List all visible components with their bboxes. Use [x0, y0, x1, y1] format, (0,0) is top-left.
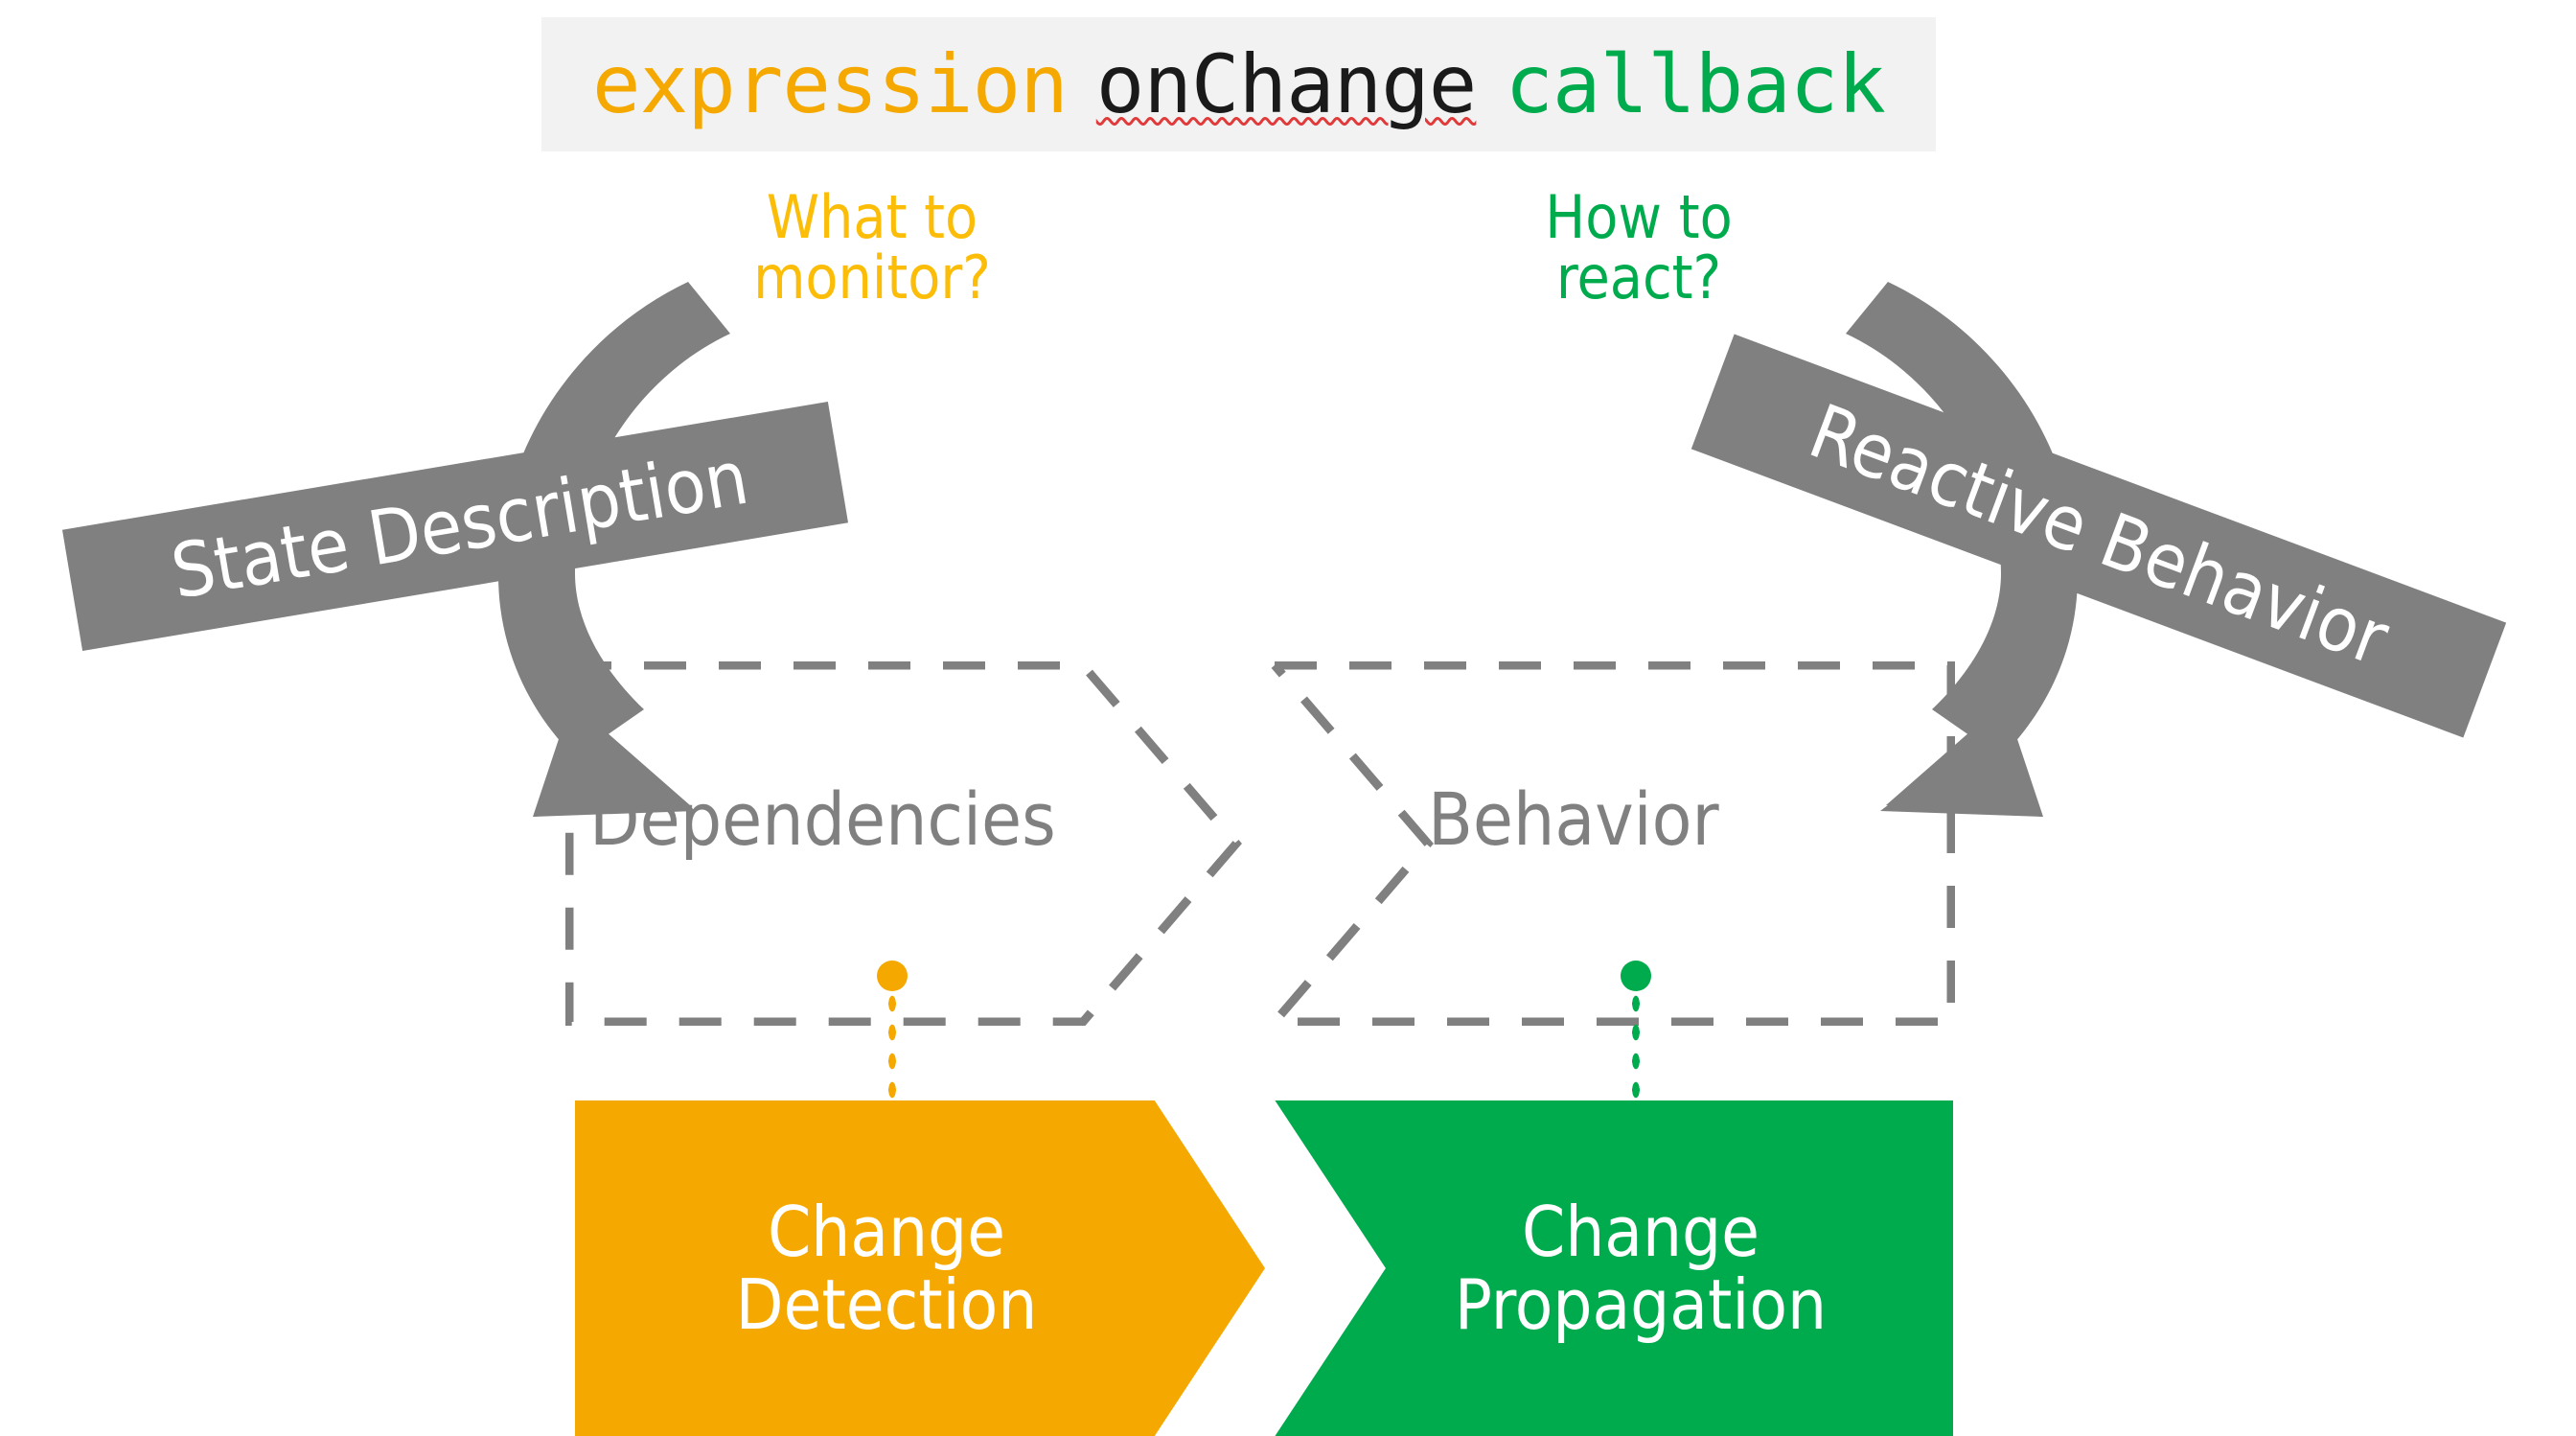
dashed-stage-group [565, 661, 1955, 1026]
connector-dotted-line-orange [886, 989, 899, 1110]
stage-change-detection-label: Change Detection [735, 1191, 1038, 1345]
banner-state-description-label: State Description [165, 434, 755, 616]
stage-change-detection: Change Detection [575, 1100, 1265, 1436]
connector-node-dot-green [1621, 961, 1651, 991]
dashed-label-dependencies: Dependencies [589, 776, 1056, 862]
dashed-box-behavior [1265, 661, 1955, 1026]
question-label-what-to-monitor: What to monitor? [753, 182, 991, 313]
code-token-onchange: onChange [1095, 37, 1478, 131]
code-token-callback: callback [1505, 37, 1886, 131]
bottom-stage-group: Change Detection Change Propagation [575, 1100, 1955, 1436]
banner-state-description: State Description [61, 402, 849, 651]
question-label-how-to-react: How to react? [1545, 182, 1733, 313]
connector-dependencies-to-detection [877, 961, 908, 1110]
code-token-expression: expression [592, 37, 1069, 131]
banner-reactive-behavior-label: Reactive Behavior [1798, 388, 2400, 683]
connector-node-dot-orange [877, 961, 908, 991]
stage-change-propagation-label: Change Propagation [1454, 1191, 1828, 1345]
dashed-label-behavior: Behavior [1428, 776, 1719, 862]
connector-behavior-to-propagation [1621, 961, 1651, 1110]
stage-change-propagation: Change Propagation [1275, 1100, 1953, 1436]
code-signature-band: expression onChange callback [541, 17, 1936, 151]
connector-dotted-line-green [1629, 989, 1643, 1110]
